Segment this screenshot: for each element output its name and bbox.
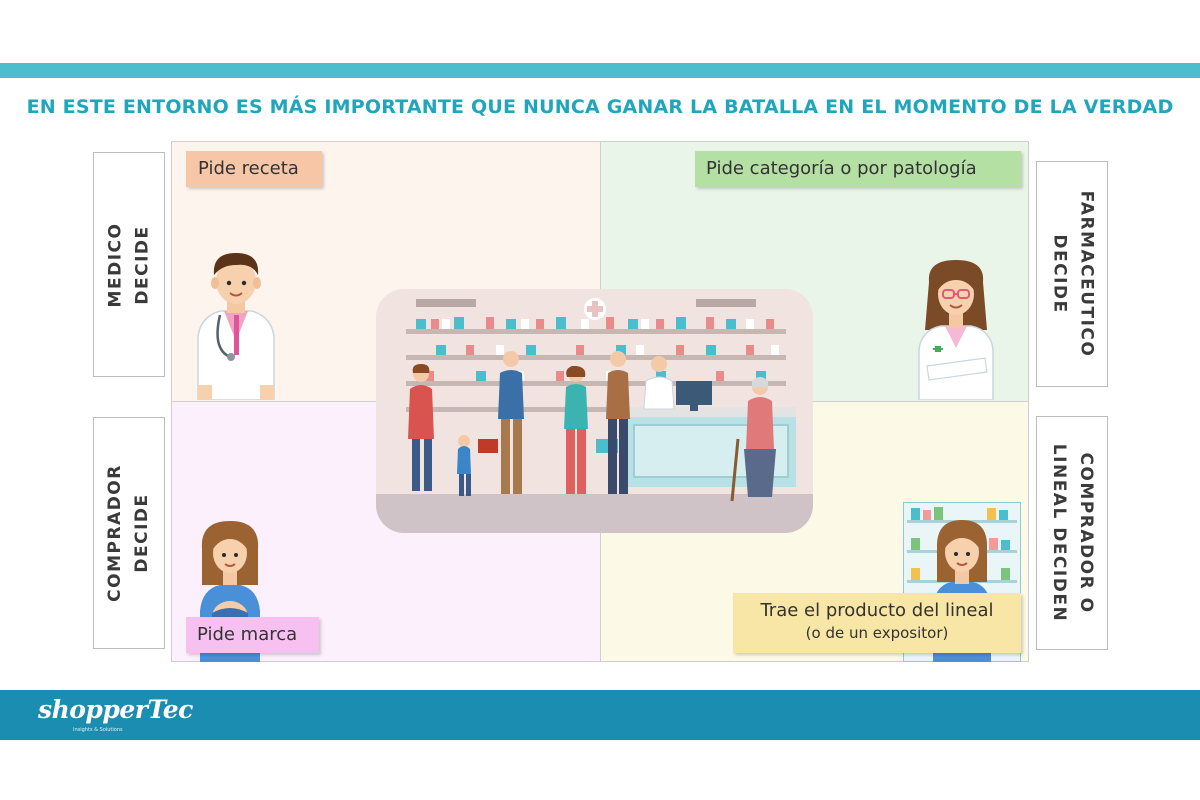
- side-text-lineal: COMPRADOR O LINEAL DECIDEN: [1045, 444, 1099, 622]
- top-accent-bar: [0, 63, 1200, 78]
- label-pide-receta: Pide receta: [186, 151, 322, 187]
- pharmacy-scene-illustration: [376, 289, 813, 533]
- side-line-1: FARMACEUTICO: [1076, 190, 1097, 358]
- side-line-2: LINEAL DECIDEN: [1049, 443, 1070, 623]
- footer-bar: [0, 690, 1200, 740]
- label-trae-producto: Trae el producto del lineal (o de un exp…: [733, 593, 1021, 653]
- doctor-illustration: [197, 253, 275, 400]
- side-box-farmaceutico-decide: FARMACEUTICO DECIDE: [1036, 161, 1108, 387]
- brand-logo: shopperTec: [38, 695, 193, 724]
- label-trae-sub: (o de un expositor): [805, 624, 949, 642]
- label-pide-categoria: Pide categoría o por patología: [695, 151, 1021, 187]
- side-line-1: MEDICO: [105, 222, 125, 307]
- side-box-comprador-decide: COMPRADOR DECIDE: [93, 417, 165, 649]
- side-line-2: DECIDE: [132, 493, 152, 573]
- side-box-comprador-lineal-deciden: COMPRADOR O LINEAL DECIDEN: [1036, 416, 1108, 650]
- page-headline: EN ESTE ENTORNO ES MÁS IMPORTANTE QUE NU…: [26, 96, 1174, 118]
- brand-tagline: Insights & Solutions: [73, 727, 123, 733]
- side-line-1: COMPRADOR O: [1076, 452, 1097, 614]
- side-text-comprador: COMPRADOR DECIDE: [102, 464, 156, 602]
- side-box-medico-decide: MEDICO DECIDE: [93, 152, 165, 377]
- side-line-2: DECIDE: [132, 224, 152, 305]
- side-line-2: DECIDE: [1049, 234, 1070, 314]
- side-text-farmaceutico: FARMACEUTICO DECIDE: [1045, 191, 1099, 358]
- label-trae-main: Trae el producto del lineal: [760, 600, 994, 621]
- label-pide-marca: Pide marca: [186, 617, 319, 653]
- side-text-medico: MEDICO DECIDE: [102, 222, 156, 307]
- pharmacist-illustration: [918, 260, 994, 400]
- side-line-1: COMPRADOR: [105, 464, 125, 602]
